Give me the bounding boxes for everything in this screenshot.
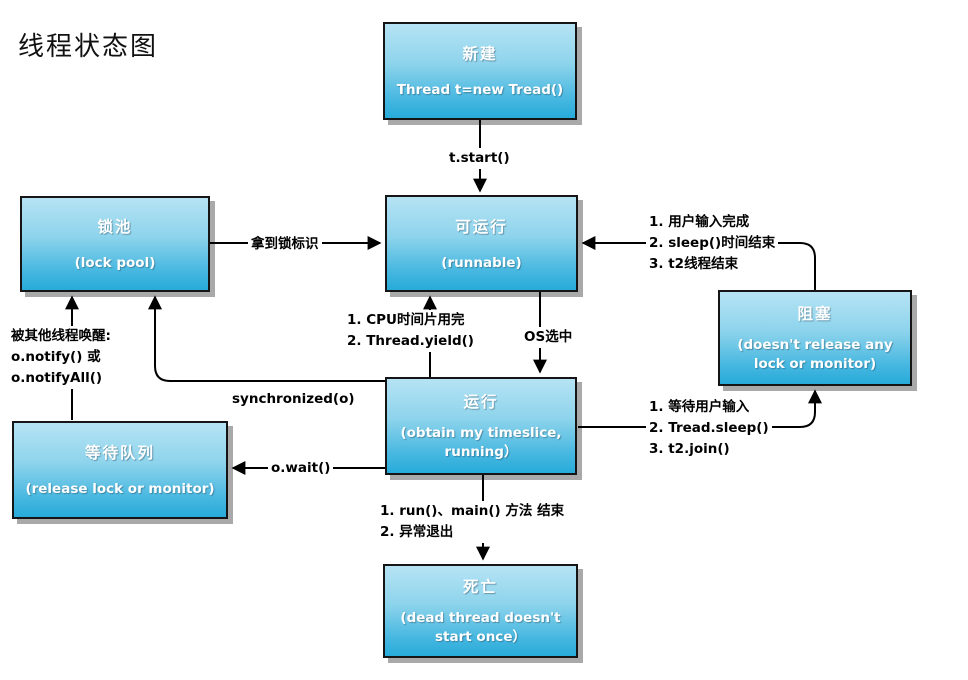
edge-label-notify-line3: o.notifyAll(): [11, 370, 103, 386]
edge-label-acquire-lock: 拿到锁标识: [248, 234, 322, 255]
edge-label-cpu-yield: 1. CPU时间片用完 2. Thread.yield(): [344, 310, 477, 352]
edge-label-notify-line1: 被其他线程唤醒:: [11, 328, 111, 344]
page-title: 线程状态图: [18, 32, 159, 62]
node-runnable-subtitle: (runnable): [441, 254, 522, 271]
node-dead-title: 死亡: [462, 578, 498, 597]
edge-label-to-dead-line1: 1. run()、main() 方法 结束: [380, 503, 565, 519]
node-new-title: 新建: [462, 45, 498, 64]
edge-label-running-to-blocked: 1. 等待用户输入 2. Tread.sleep() 3. t2.join(): [646, 397, 772, 460]
edge-label-blocked-to-runnable: 1. 用户输入完成 2. sleep()时间结束 3. t2线程结束: [646, 212, 779, 275]
edge-label-notify-line2: o.notify() 或: [11, 349, 101, 365]
edge-label-blocked-to-runnable-line2: 2. sleep()时间结束: [649, 235, 776, 251]
node-wait-queue: 等待队列 (release lock or monitor): [12, 421, 228, 519]
node-runnable: 可运行 (runnable): [385, 195, 578, 292]
node-runnable-title: 可运行: [455, 217, 508, 236]
node-new: 新建 Thread t=new Tread(): [383, 22, 577, 120]
node-blocked-title: 阻塞: [797, 305, 833, 324]
edge-label-blocked-to-runnable-line3: 3. t2线程结束: [649, 256, 739, 272]
edge-label-t-start: t.start(): [446, 148, 513, 169]
node-blocked-subtitle: (doesn't release any lock or monitor): [737, 337, 893, 372]
edge-label-cpu-yield-line1: 1. CPU时间片用完: [347, 312, 465, 328]
node-lock-pool-subtitle: (lock pool): [74, 255, 156, 272]
node-running-title: 运行: [463, 393, 499, 412]
node-dead: 死亡 (dead thread doesn't start once）: [383, 564, 578, 658]
edge-label-blocked-to-runnable-line1: 1. 用户输入完成: [649, 214, 750, 230]
edge-label-os-select: OS选中: [521, 327, 576, 348]
edge-label-o-wait: o.wait(): [268, 458, 334, 479]
edge-label-to-dead: 1. run()、main() 方法 结束 2. 异常退出: [377, 501, 568, 543]
node-blocked: 阻塞 (doesn't release any lock or monitor): [718, 290, 912, 386]
edge-label-running-to-blocked-line2: 2. Tread.sleep(): [649, 420, 769, 436]
node-lock-pool-title: 锁池: [97, 218, 133, 237]
node-new-subtitle: Thread t=new Tread(): [396, 82, 564, 99]
node-dead-subtitle: (dead thread doesn't start once）: [400, 610, 561, 645]
node-lock-pool: 锁池 (lock pool): [20, 196, 210, 292]
node-running: 运行 (obtain my timeslice, running）: [385, 377, 577, 475]
node-running-subtitle: (obtain my timeslice, running）: [400, 425, 562, 460]
edge-label-synchronized: synchronized(o): [229, 389, 358, 410]
edge-label-to-dead-line2: 2. 异常退出: [380, 524, 454, 540]
node-wait-queue-subtitle: (release lock or monitor): [25, 481, 215, 498]
edge-label-running-to-blocked-line1: 1. 等待用户输入: [649, 399, 750, 415]
node-wait-queue-title: 等待队列: [84, 444, 155, 463]
edge-label-cpu-yield-line2: 2. Thread.yield(): [347, 333, 474, 349]
edge-label-notify: 被其他线程唤醒: o.notify() 或 o.notifyAll(): [8, 326, 114, 389]
edge-label-running-to-blocked-line3: 3. t2.join(): [649, 441, 730, 457]
